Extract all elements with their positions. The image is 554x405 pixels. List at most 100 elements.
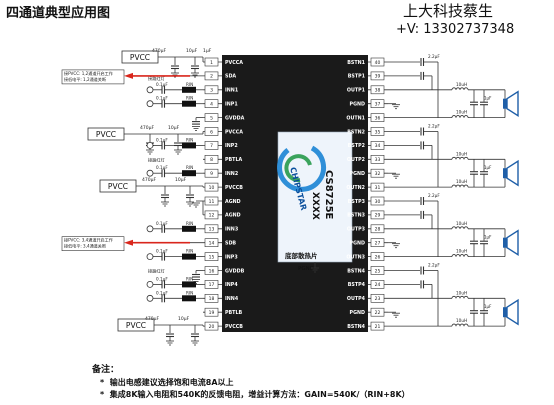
inductor-value-label: 10uH — [456, 221, 467, 226]
pin-name: PBTLA — [225, 157, 243, 163]
cap-value-label: 10μF — [175, 177, 187, 183]
audio-input-node — [146, 294, 154, 302]
cap-value-label: 470μF — [140, 125, 154, 131]
output-inductor — [451, 184, 457, 188]
input-resistor — [182, 142, 196, 149]
pin-name: PBTLB — [225, 310, 243, 316]
output-inductor — [455, 226, 461, 229]
pin-number: 13 — [209, 227, 215, 233]
pin-number: 1 — [210, 60, 213, 66]
output-inductor — [459, 323, 465, 327]
pin-number-box — [370, 85, 385, 95]
pin-name: OUTP1 — [347, 88, 365, 94]
pin-number: 37 — [375, 102, 381, 108]
pin-number-box — [204, 141, 219, 150]
cap-value-label: 0.1μF — [156, 137, 168, 142]
pin-name: BSTP3 — [348, 199, 365, 205]
chip-pad-label: 底部散热片 — [285, 251, 318, 260]
pin-number-box — [370, 196, 385, 206]
input-resistor — [182, 100, 196, 107]
resistor-value-label: RIN — [186, 290, 193, 295]
cap-value-label: 2.2μF — [428, 54, 440, 59]
pin-number: 26 — [375, 254, 381, 260]
speaker-cone-icon — [506, 90, 519, 117]
input-resistor — [182, 253, 196, 260]
output-inductor — [459, 87, 465, 90]
cap-value-label: 10μF — [186, 48, 198, 54]
pin-number: 33 — [375, 157, 381, 163]
pin-name: BSTN3 — [347, 213, 365, 219]
pin-number-box — [204, 71, 219, 81]
output-inductor — [459, 115, 465, 118]
cap-value-label: 470μF — [152, 48, 166, 54]
output-inductor — [451, 115, 457, 118]
cap-value-label: 2.2μF — [428, 193, 440, 198]
pin-name: OUTN3 — [346, 254, 365, 260]
output-inductor — [455, 115, 461, 118]
inductor-value-label: 10uH — [456, 318, 467, 323]
resistor-value-label: RIN — [186, 165, 193, 170]
cap-value-label: 0.1μF — [156, 82, 168, 87]
chip-pgnd-label: PGND — [298, 266, 314, 272]
cap-value-label: 1μF — [484, 304, 492, 309]
audio-input-node — [146, 100, 154, 108]
pin-name: BSTN1 — [347, 60, 365, 66]
output-inductor — [455, 323, 461, 327]
pin-number: 40 — [375, 60, 381, 66]
pin-name: OUTN1 — [346, 115, 365, 121]
pin-number-box — [204, 266, 219, 275]
shutdown-callout-text: 接PVCC: 3,4通道开启工作 — [64, 237, 113, 243]
pin-name: INP4 — [225, 282, 238, 288]
pin-number: 30 — [375, 199, 381, 205]
resistor-value-label: RIN — [186, 137, 193, 142]
pvcc-supply-label: PVCC — [108, 182, 128, 191]
pin-number-box — [204, 168, 219, 178]
pin-number-box — [204, 293, 219, 303]
pin-number-box — [370, 252, 385, 261]
pin-number: 5 — [210, 115, 213, 121]
chip-date-code: XXXX — [310, 192, 320, 220]
pin-number: 36 — [375, 115, 381, 121]
pin-name: INP2 — [225, 143, 238, 149]
pin-name: BSTP1 — [348, 74, 365, 80]
pin-name: SDB — [225, 241, 236, 247]
inductor-value-label: 10uH — [456, 151, 467, 156]
pin-number-box — [370, 71, 385, 81]
page-title: 四通道典型应用图 — [6, 6, 111, 21]
pin-number: 8 — [210, 157, 213, 163]
cap-value-label: 470μF — [145, 316, 159, 322]
pin-name: SDA — [225, 74, 236, 80]
pin-number-box — [204, 99, 219, 108]
pin-number: 6 — [210, 129, 213, 135]
pin-name: OUTP3 — [347, 227, 365, 233]
pin-number-box — [370, 113, 385, 122]
pin-number-box — [370, 293, 385, 303]
pin-number: 29 — [375, 213, 381, 219]
pin-number: 27 — [375, 241, 381, 247]
output-inductor — [455, 184, 461, 188]
pin-number: 28 — [375, 227, 381, 233]
note-text-1: 输出电感建议选择饱和电流8A以上 — [109, 378, 234, 387]
red-led-label: 接路红灯 — [148, 268, 166, 275]
pin-number: 18 — [209, 296, 215, 302]
output-inductor — [459, 254, 465, 257]
pin-number: 10 — [209, 185, 215, 191]
note-item: * 输出电感建议选择饱和电流8A以上 — [100, 377, 234, 388]
pin-number-box — [370, 321, 385, 331]
inductor-value-label: 10uH — [456, 249, 467, 254]
pin-number-box — [204, 57, 219, 67]
pin-name: PVCCA — [225, 60, 243, 66]
shutdown-callout-text: 接低电平: 1,2通道关断 — [64, 76, 106, 82]
output-inductor — [463, 226, 469, 229]
pin-name: PGND — [350, 241, 365, 247]
pin-name: INP3 — [225, 254, 238, 260]
output-inductor — [463, 156, 469, 160]
note-text-2: 集成8K输入电阻和540K的反馈电阻，增益计算方法：GAIN=540K/（RIN… — [109, 390, 410, 399]
pin-number-box — [370, 127, 385, 136]
pin-number: 39 — [375, 74, 381, 80]
pin-name: OUTP4 — [347, 296, 366, 302]
output-inductor — [455, 295, 461, 299]
pin-number-box — [370, 307, 385, 317]
pin-number: 23 — [375, 296, 381, 302]
cap-value-label: 0.1μF — [156, 276, 168, 281]
